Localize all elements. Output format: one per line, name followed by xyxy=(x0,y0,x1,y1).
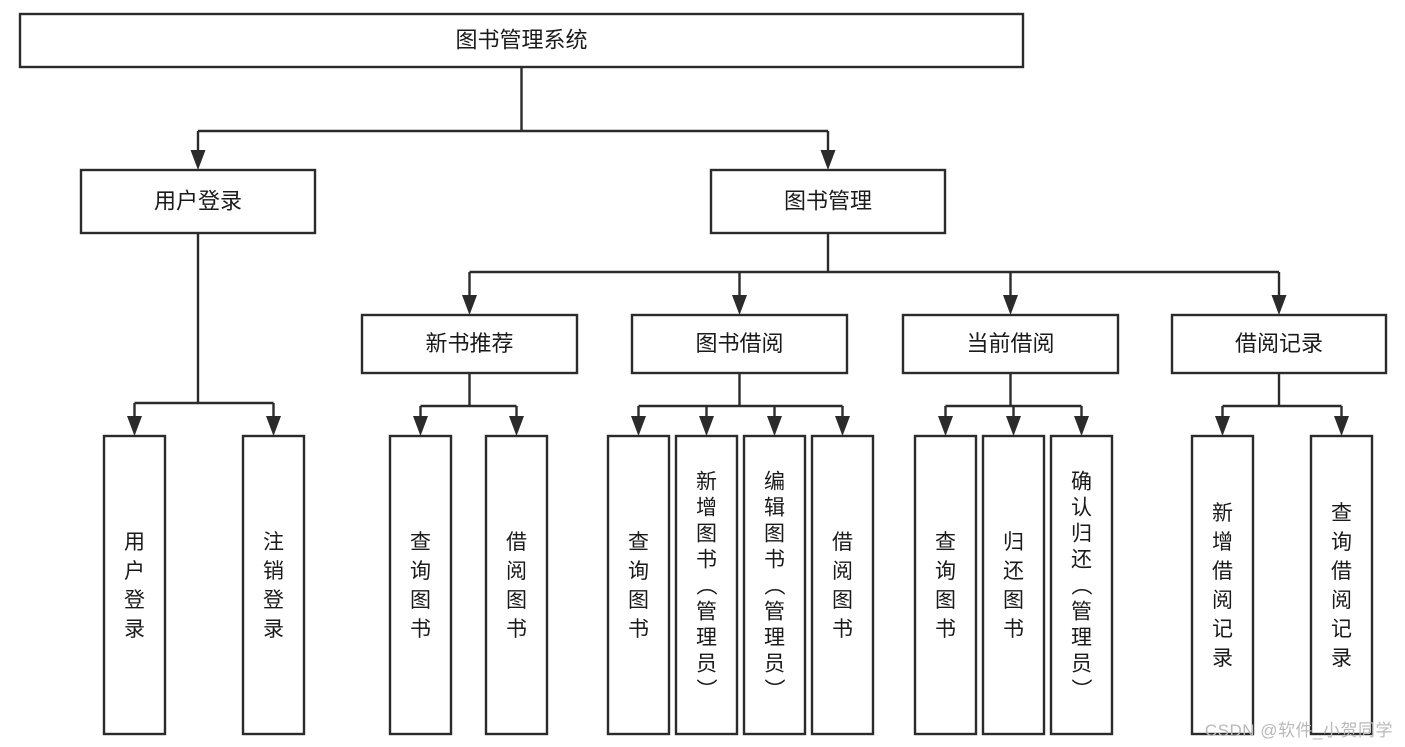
arrow-head-icon xyxy=(266,416,281,436)
arrow-head-icon xyxy=(1334,416,1349,436)
node-box-leaf-add-book-admin xyxy=(674,434,739,736)
node-box-leaf-return-book xyxy=(981,434,1046,736)
node-leaf-query-borrow-record[interactable]: 查询借阅记录 xyxy=(1309,434,1374,736)
node-box-current-borrow xyxy=(901,313,1120,375)
node-label-user-login: 用户登录 xyxy=(154,188,242,213)
node-label-leaf-query-book-2: 查询图书 xyxy=(628,531,649,641)
node-leaf-query-book-1[interactable]: 查询图书 xyxy=(388,434,453,736)
node-leaf-return-book[interactable]: 归还图书 xyxy=(981,434,1046,736)
node-leaf-add-borrow-record[interactable]: 新增借阅记录 xyxy=(1190,434,1255,736)
node-leaf-confirm-return-admin[interactable]: 确认归还（管理员） xyxy=(1049,434,1114,736)
node-book-manage[interactable]: 图书管理 xyxy=(709,168,947,235)
arrow-head-icon xyxy=(509,416,524,436)
arrow-head-icon xyxy=(835,416,850,436)
node-box-leaf-borrow-book-2 xyxy=(810,434,875,736)
node-box-leaf-query-borrow-record xyxy=(1309,434,1374,736)
edge-group xyxy=(1215,373,1349,436)
node-leaf-edit-book-admin[interactable]: 编辑图书（管理员） xyxy=(742,434,807,736)
node-new-book-recommend[interactable]: 新书推荐 xyxy=(360,313,579,375)
node-user-login[interactable]: 用户登录 xyxy=(79,168,317,235)
node-book-borrow[interactable]: 图书借阅 xyxy=(630,313,849,375)
node-label-leaf-confirm-return-admin: 确认归还（管理员） xyxy=(1071,470,1093,701)
node-leaf-logout[interactable]: 注销登录 xyxy=(241,434,306,736)
arrow-head-icon xyxy=(767,416,782,436)
arrow-head-icon xyxy=(127,416,142,436)
arrow-head-icon xyxy=(1271,295,1287,315)
arrow-head-icon xyxy=(190,150,206,170)
node-box-leaf-user-login xyxy=(102,434,167,736)
node-label-leaf-edit-book-admin: 编辑图书（管理员） xyxy=(764,470,786,701)
node-box-borrow-record xyxy=(1170,313,1388,375)
arrow-head-icon xyxy=(631,416,646,436)
node-label-root: 图书管理系统 xyxy=(455,27,587,52)
node-label-leaf-query-book-1: 查询图书 xyxy=(410,531,431,641)
node-label-leaf-add-borrow-record: 新增借阅记录 xyxy=(1212,502,1233,670)
node-leaf-borrow-book-2[interactable]: 借阅图书 xyxy=(810,434,875,736)
node-box-leaf-logout xyxy=(241,434,306,736)
node-label-leaf-return-book: 归还图书 xyxy=(1003,531,1024,641)
node-box-new-book-recommend xyxy=(360,313,579,375)
node-label-current-borrow: 当前借阅 xyxy=(966,331,1054,356)
node-label-leaf-query-book-3: 查询图书 xyxy=(935,531,956,641)
arrow-head-icon xyxy=(1215,416,1230,436)
node-leaf-add-book-admin[interactable]: 新增图书（管理员） xyxy=(674,434,739,736)
node-label-new-book-recommend: 新书推荐 xyxy=(425,331,513,356)
node-box-leaf-confirm-return-admin xyxy=(1049,434,1114,736)
node-current-borrow[interactable]: 当前借阅 xyxy=(901,313,1120,375)
nodes-layer: 图书管理系统用户登录图书管理新书推荐图书借阅当前借阅借阅记录用户登录注销登录查询… xyxy=(18,12,1388,736)
node-box-leaf-edit-book-admin xyxy=(742,434,807,736)
edge-group xyxy=(127,233,281,436)
arrow-head-icon xyxy=(462,295,477,315)
arrow-head-icon xyxy=(820,150,836,170)
edge-group xyxy=(413,373,524,436)
node-box-leaf-borrow-book-1 xyxy=(484,434,549,736)
edge-group xyxy=(462,233,1287,315)
arrow-head-icon xyxy=(1006,416,1021,436)
node-box-leaf-add-borrow-record xyxy=(1190,434,1255,736)
node-borrow-record[interactable]: 借阅记录 xyxy=(1170,313,1388,375)
edge-group xyxy=(190,67,836,170)
node-label-leaf-logout: 注销登录 xyxy=(263,531,284,641)
node-box-leaf-query-book-3 xyxy=(913,434,978,736)
node-label-borrow-record: 借阅记录 xyxy=(1235,331,1323,356)
node-root[interactable]: 图书管理系统 xyxy=(18,12,1025,69)
arrow-head-icon xyxy=(413,416,428,436)
node-box-book-manage xyxy=(709,168,947,235)
node-leaf-query-book-2[interactable]: 查询图书 xyxy=(606,434,671,736)
edges-layer xyxy=(127,67,1349,436)
node-label-leaf-borrow-book-2: 借阅图书 xyxy=(832,531,853,641)
node-label-leaf-add-book-admin: 新增图书（管理员） xyxy=(696,470,718,701)
node-label-leaf-query-borrow-record: 查询借阅记录 xyxy=(1331,502,1352,670)
node-box-root xyxy=(18,12,1025,69)
edge-group xyxy=(938,373,1089,436)
arrow-head-icon xyxy=(938,416,953,436)
node-label-leaf-borrow-book-1: 借阅图书 xyxy=(506,531,527,641)
node-leaf-user-login[interactable]: 用户登录 xyxy=(102,434,167,736)
node-box-user-login xyxy=(79,168,317,235)
node-leaf-borrow-book-1[interactable]: 借阅图书 xyxy=(484,434,549,736)
edge-group xyxy=(631,373,850,436)
node-box-book-borrow xyxy=(630,313,849,375)
node-leaf-query-book-3[interactable]: 查询图书 xyxy=(913,434,978,736)
arrow-head-icon xyxy=(1003,295,1018,315)
arrow-head-icon xyxy=(1074,416,1089,436)
node-label-leaf-user-login: 用户登录 xyxy=(124,531,145,641)
node-label-book-manage: 图书管理 xyxy=(784,188,872,213)
node-box-leaf-query-book-1 xyxy=(388,434,453,736)
node-label-book-borrow: 图书借阅 xyxy=(695,331,783,356)
arrow-head-icon xyxy=(732,295,747,315)
arrow-head-icon xyxy=(699,416,714,436)
node-box-leaf-query-book-2 xyxy=(606,434,671,736)
